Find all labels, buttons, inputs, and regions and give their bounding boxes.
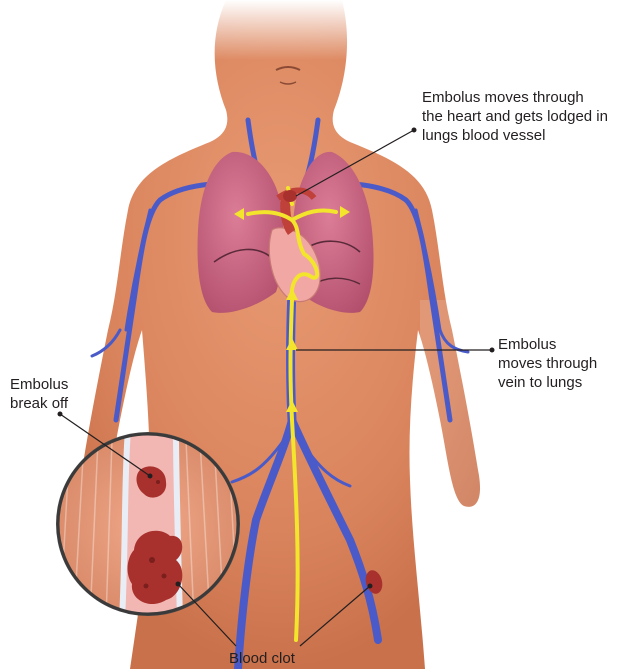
vein-label-line2: moves through xyxy=(498,354,597,373)
vein-label: Embolus moves through vein to lungs xyxy=(498,335,597,392)
heart-lungs-label: Embolus moves through the heart and gets… xyxy=(422,88,608,145)
heart-lungs-label-line2: the heart and gets lodged in xyxy=(422,107,608,126)
blood-clot-label-text: Blood clot xyxy=(229,649,295,668)
break-off-label: Embolus break off xyxy=(10,375,68,413)
break-off-label-line2: break off xyxy=(10,394,68,413)
blood-clot-label: Blood clot xyxy=(229,649,295,668)
vein-label-line3: vein to lungs xyxy=(498,373,597,392)
lodged-embolus xyxy=(283,190,297,202)
heart-lungs-label-line1: Embolus moves through xyxy=(422,88,608,107)
heart-lungs-label-line3: lungs blood vessel xyxy=(422,126,608,145)
break-off-label-line1: Embolus xyxy=(10,375,68,394)
vein-label-line1: Embolus xyxy=(498,335,597,354)
